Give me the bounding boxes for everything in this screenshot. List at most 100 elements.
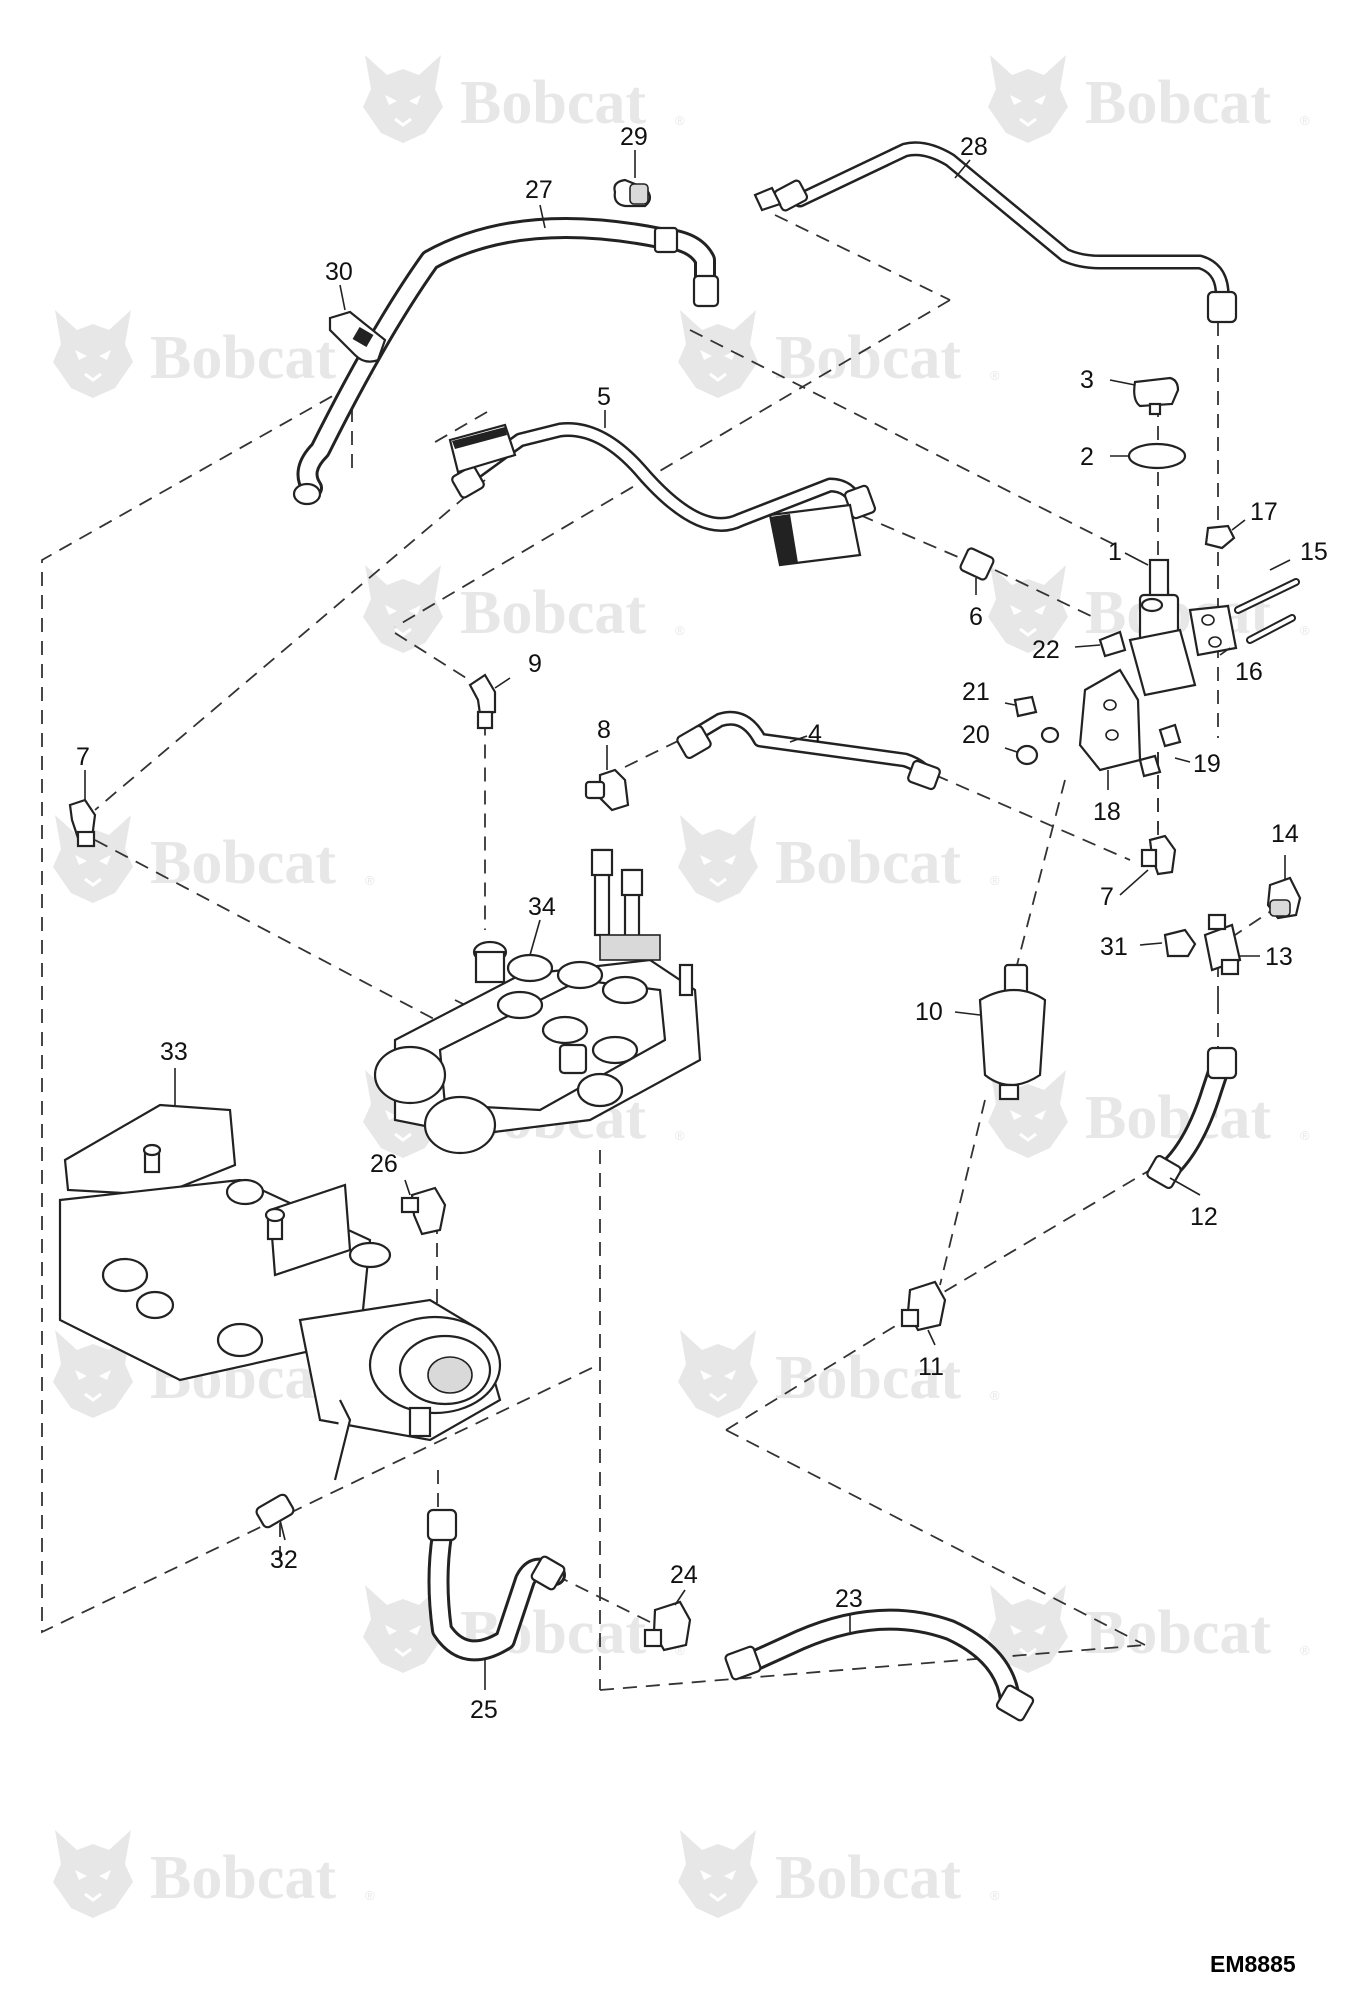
callout-label: 1 — [1108, 538, 1122, 566]
fitting-6 — [959, 547, 995, 581]
watermark: Bobcat ® — [676, 813, 1000, 905]
bolt-15 — [1234, 578, 1300, 644]
watermark-brand: Bobcat — [460, 579, 646, 647]
bobcat-logo-icon — [676, 1828, 760, 1920]
watermark-reg: ® — [365, 873, 375, 888]
watermark-layer: Bobcat ® Bobcat ® Bobcat ® Bobcat ® Bobc… — [51, 53, 1310, 1920]
callout-label: 8 — [597, 716, 611, 744]
watermark: Bobcat ® — [986, 1583, 1310, 1675]
callout-label: 23 — [835, 1585, 863, 1613]
hose-25 — [426, 1508, 566, 1662]
cap-3 — [1133, 376, 1180, 416]
nut-21 — [1013, 695, 1038, 718]
callout-label: 26 — [370, 1150, 398, 1178]
watermark-reg: ® — [990, 368, 1000, 383]
callout-numbers: 3 2 1 4 5 6 7 7 8 9 10 11 12 13 14 15 16… — [76, 123, 1328, 1724]
hose-23 — [724, 1608, 1035, 1722]
callout-label: 2 — [1080, 443, 1094, 471]
clamp-30 — [328, 310, 387, 363]
callout-label: 3 — [1080, 366, 1094, 394]
callout-label: 22 — [1032, 636, 1060, 664]
hose-27 — [292, 216, 720, 506]
watermark-brand: Bobcat — [775, 829, 961, 897]
callout-leaders — [84, 150, 1291, 1690]
watermark: Bobcat ® — [676, 1828, 1000, 1920]
callout-label: 25 — [470, 1696, 498, 1724]
nut-20 — [1015, 726, 1060, 766]
pressure-switch-1 — [1128, 558, 1197, 697]
bobcat-logo-icon — [361, 563, 445, 655]
danger-tag-icon — [448, 423, 517, 474]
watermark-reg: ® — [990, 1888, 1000, 1903]
hydraulic-tube-4 — [676, 710, 941, 791]
cap-29 — [613, 178, 652, 208]
mount-bracket-18 — [1078, 668, 1142, 772]
bobcat-logo-icon — [51, 1828, 135, 1920]
callout-label: 7 — [1100, 883, 1114, 911]
hydraulic-tube-5 — [448, 422, 877, 567]
watermark: Bobcat ® — [51, 308, 375, 400]
callout-label: 24 — [670, 1561, 698, 1589]
callout-label: 16 — [1235, 658, 1263, 686]
assembly-dashed-lines — [41, 214, 1281, 1691]
nut-17 — [1204, 524, 1236, 550]
tee-fitting-24 — [643, 1600, 692, 1652]
watermark-brand: Bobcat — [150, 324, 336, 392]
watermark-reg: ® — [675, 1128, 685, 1143]
watermark-reg: ® — [1300, 113, 1310, 128]
bobcat-logo-icon — [676, 308, 760, 400]
watermark: Bobcat ® — [51, 1828, 375, 1920]
filter-10 — [978, 963, 1047, 1101]
watermark: Bobcat ® — [676, 1328, 1000, 1420]
callout-label: 10 — [915, 998, 943, 1026]
watermark-reg: ® — [675, 1643, 685, 1658]
watermark-brand: Bobcat — [775, 1844, 961, 1912]
callout-label: 9 — [528, 650, 542, 678]
callout-label: 19 — [1193, 750, 1221, 778]
bobcat-logo-icon — [361, 53, 445, 145]
callout-label: 20 — [962, 721, 990, 749]
callout-label: 28 — [960, 133, 988, 161]
fitting-32 — [255, 1493, 295, 1529]
elbow-fitting-7-left — [68, 798, 97, 848]
watermark-brand: Bobcat — [150, 829, 336, 897]
tee-fitting-8 — [584, 768, 630, 812]
elbow-fitting-9 — [468, 673, 497, 730]
callout-label: 34 — [528, 893, 556, 921]
watermark: Bobcat ® — [51, 813, 375, 905]
elbow-fitting-26 — [400, 1186, 447, 1236]
danger-tag-icon — [768, 503, 862, 567]
watermark-reg: ® — [675, 623, 685, 638]
watermark-reg: ® — [675, 113, 685, 128]
cap-31 — [1163, 928, 1197, 958]
hydrostatic-pump-33 — [58, 1103, 502, 1481]
callout-label: 12 — [1190, 1203, 1218, 1231]
watermark-reg: ® — [1300, 1643, 1310, 1658]
washer-2 — [1127, 442, 1187, 470]
callout-label: 5 — [597, 383, 611, 411]
callout-label: 33 — [160, 1038, 188, 1066]
watermark-reg: ® — [990, 1388, 1000, 1403]
document-code: EM8885 — [1210, 1951, 1296, 1977]
callout-label: 13 — [1265, 943, 1293, 971]
callout-label: 7 — [76, 743, 90, 771]
watermark-reg: ® — [990, 873, 1000, 888]
callout-label: 21 — [962, 678, 990, 706]
callout-label: 31 — [1100, 933, 1128, 961]
callout-label: 4 — [808, 720, 822, 748]
callout-label: 18 — [1093, 798, 1121, 826]
watermark: Bobcat ® — [361, 563, 685, 655]
tee-fitting-13 — [1203, 913, 1242, 976]
watermark-brand: Bobcat — [150, 1844, 336, 1912]
callout-label: 32 — [270, 1546, 298, 1574]
watermark-reg: ® — [1300, 1128, 1310, 1143]
watermark-reg: ® — [365, 1888, 375, 1903]
callout-label: 15 — [1300, 538, 1328, 566]
callout-label: 11 — [918, 1353, 944, 1381]
callout-label: 27 — [525, 176, 553, 204]
watermark-brand: Bobcat — [775, 1344, 961, 1412]
bolt-19 — [1138, 723, 1182, 778]
watermark: Bobcat ® — [361, 53, 685, 145]
elbow-fitting-7-right — [1140, 834, 1177, 876]
